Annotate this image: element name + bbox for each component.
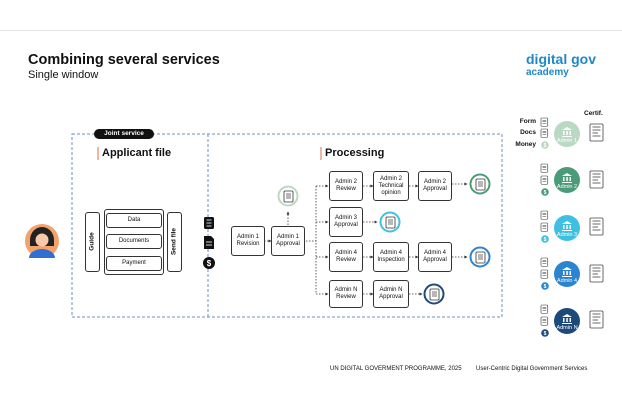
legend-certif-label: Certif. xyxy=(584,110,603,117)
processing-accent xyxy=(320,147,322,160)
top-divider xyxy=(0,30,622,31)
svg-text:$: $ xyxy=(544,331,547,337)
output-admin4-icon xyxy=(469,246,491,268)
output-admin2-icon xyxy=(469,173,491,195)
legend-docs-label: Docs xyxy=(520,129,536,136)
svg-text:$: $ xyxy=(544,143,547,149)
adminN-label: Admin N xyxy=(556,325,578,331)
admin2-label: Admin 2 xyxy=(556,184,578,190)
admin3-label: Admin 3 xyxy=(556,232,578,238)
svg-text:$: $ xyxy=(207,259,212,268)
send-file-label: Send file xyxy=(170,227,178,256)
legend-money-label: Money xyxy=(515,141,536,148)
svg-text:$: $ xyxy=(544,284,547,290)
legend-row-admin3 xyxy=(540,210,604,243)
page-title: Combining several services xyxy=(28,52,220,68)
admin4-label: Admin 4 xyxy=(556,278,578,284)
admin3-approval-box[interactable]: Admin 3 Approval xyxy=(329,207,363,237)
page-subtitle: Single window xyxy=(28,69,99,81)
form-icon xyxy=(204,217,214,229)
brand-logo: digital gov academy xyxy=(526,51,596,79)
admin1-approval-box[interactable]: Admin 1 Approval xyxy=(271,226,305,256)
admin2-technical-opinion-box[interactable]: Admin 2 Technical opinion xyxy=(373,171,409,201)
admin1-label: Admin 1 xyxy=(556,138,578,144)
admin4-review-box[interactable]: Admin 4 Review xyxy=(329,242,363,272)
admin4-inspection-box[interactable]: Admin 4 Inspection xyxy=(373,242,409,272)
money-icon: $ xyxy=(203,257,215,269)
footer-programme: UN DIGITAL GOVERMENT PROGRAMME, 2025 xyxy=(330,366,462,372)
guide-label: Guide xyxy=(88,232,96,251)
admin4-approval-box[interactable]: Admin 4 Approval xyxy=(418,242,452,272)
admin2-review-box[interactable]: Admin 2 Review xyxy=(329,171,363,201)
output-admin3-icon xyxy=(379,211,401,233)
legend-row-admin2 xyxy=(540,163,604,196)
output-adminN-icon xyxy=(423,283,445,305)
brand-line-2: academy xyxy=(526,67,569,78)
applicant-avatar-icon xyxy=(25,224,59,258)
joint-service-frame xyxy=(71,133,503,318)
data-box[interactable]: Data xyxy=(106,213,162,228)
svg-text:$: $ xyxy=(544,190,547,196)
documents-box[interactable]: Documents xyxy=(106,234,162,249)
guide-box[interactable] xyxy=(85,212,100,272)
docs-icon xyxy=(204,236,214,249)
legend-row-admin1 xyxy=(540,117,604,149)
send-file-box[interactable] xyxy=(167,212,182,272)
admin1-revision-box[interactable]: Admin 1 Revision xyxy=(231,226,265,256)
processing-title: Processing xyxy=(325,147,385,159)
footer-subject: User-Centric Digital Government Services xyxy=(476,366,588,372)
admin2-approval-box[interactable]: Admin 2 Approval xyxy=(418,171,452,201)
brand-line-1: digital gov xyxy=(526,51,596,67)
legend-form-label: Form xyxy=(519,118,536,125)
building-icons xyxy=(562,127,572,324)
legend-row-admin4 xyxy=(540,257,604,290)
adminN-approval-box[interactable]: Admin N Approval xyxy=(373,280,409,308)
applicant-file-title: Applicant file xyxy=(102,147,172,159)
applicant-accent xyxy=(97,147,99,160)
legend-row-adminN xyxy=(540,304,604,337)
payment-box[interactable]: Payment xyxy=(106,256,162,271)
output-admin1-icon xyxy=(277,185,299,207)
svg-text:$: $ xyxy=(544,237,547,243)
adminN-review-box[interactable]: Admin N Review xyxy=(329,280,363,308)
joint-service-label: Joint service xyxy=(94,129,154,139)
